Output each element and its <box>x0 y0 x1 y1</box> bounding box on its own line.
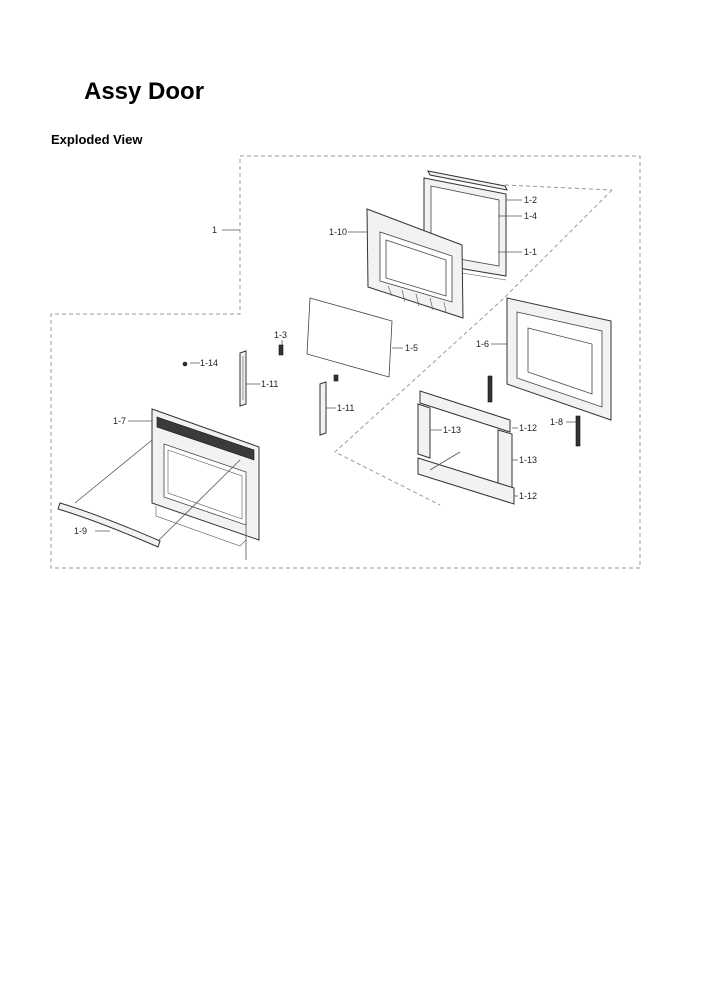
label-1-9: 1-9 <box>74 526 87 536</box>
label-1-10: 1-10 <box>329 227 347 237</box>
label-1-6: 1-6 <box>476 339 489 349</box>
label-1-4: 1-4 <box>524 211 537 221</box>
label-1-14: 1-14 <box>200 358 218 368</box>
part-bracket-mid <box>319 374 339 436</box>
label-1-12-top: 1-12 <box>519 423 537 433</box>
explode-plane-upper <box>334 189 613 506</box>
label-1-11-left: 1-11 <box>261 379 278 389</box>
part-glass-sheet <box>306 297 393 378</box>
label-1-1: 1-1 <box>524 247 537 257</box>
part-bracket-left <box>239 350 247 407</box>
part-screw-1-3 <box>278 344 284 356</box>
part-door-liner <box>506 297 612 421</box>
page-title: Assy Door <box>84 78 205 105</box>
part-screw-1-14 <box>182 361 188 367</box>
section-title: Exploded View <box>51 132 143 147</box>
label-1-13-right: 1-13 <box>519 455 537 465</box>
label-1-8: 1-8 <box>550 417 563 427</box>
label-1-3: 1-3 <box>274 330 287 340</box>
label-1-12-bottom: 1-12 <box>519 491 537 501</box>
leader-lines <box>74 199 576 560</box>
label-1-5: 1-5 <box>405 343 418 353</box>
part-outer-door <box>151 408 260 547</box>
assembly-boundary <box>50 155 641 569</box>
label-1-2: 1-2 <box>524 195 537 205</box>
part-inner-frame <box>366 208 464 319</box>
part-hinge-right <box>575 415 581 447</box>
part-hinge-left <box>487 375 493 403</box>
part-door-handle <box>57 502 161 548</box>
label-1-7: 1-7 <box>113 416 126 426</box>
part-insulation-frame <box>417 390 515 505</box>
label-1: 1 <box>212 225 217 235</box>
label-1-11-mid: 1-11 <box>337 403 354 413</box>
part-top-trim <box>427 170 508 191</box>
explode-plane-top <box>504 184 613 191</box>
label-1-13-left: 1-13 <box>443 425 461 435</box>
